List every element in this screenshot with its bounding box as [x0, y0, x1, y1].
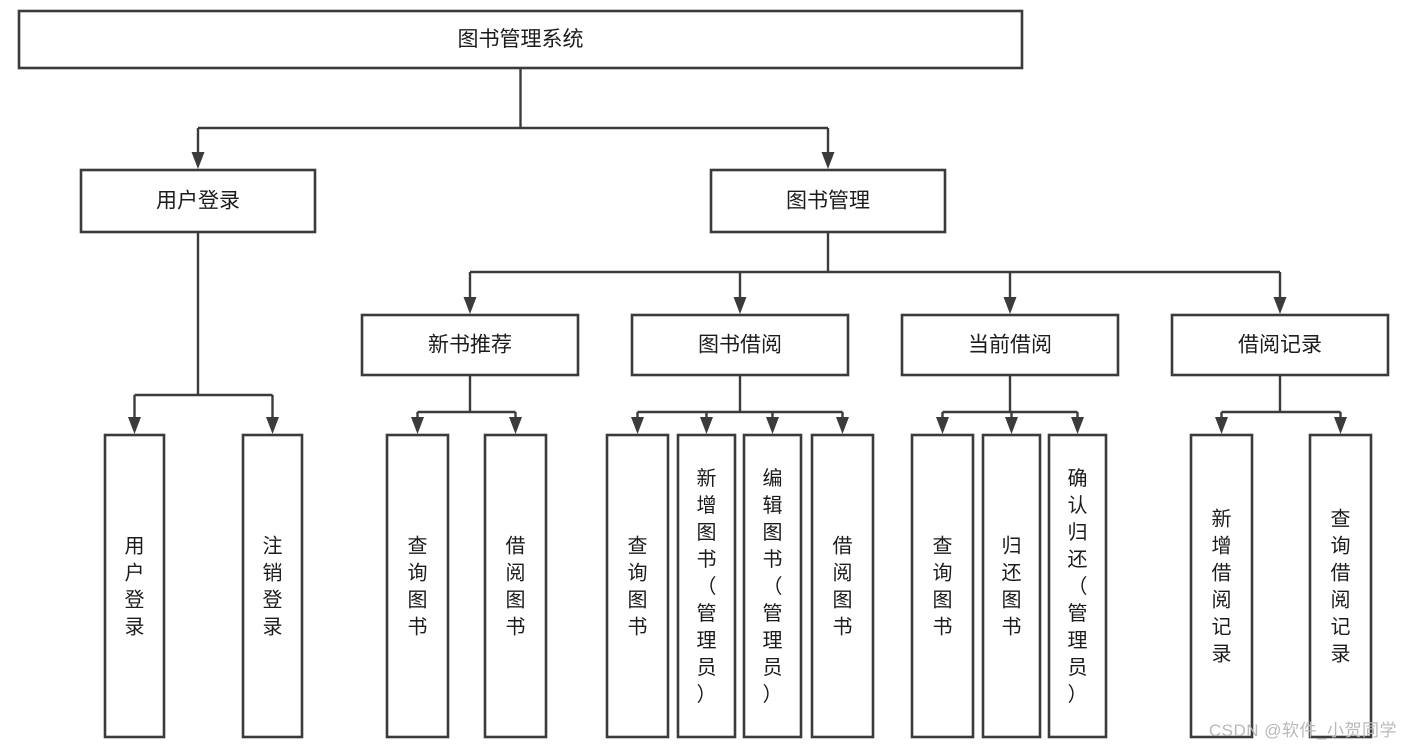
arrow-head — [936, 417, 949, 434]
arrow-head — [1071, 417, 1084, 434]
edge-layer — [128, 68, 1347, 434]
node-leaf-add-record[interactable]: 新增借阅记录 — [1189, 433, 1254, 739]
node-box — [103, 433, 166, 739]
node-leaf-user-login[interactable]: 用户登录 — [103, 433, 166, 739]
node-box — [810, 433, 875, 739]
node-leaf-confirm-return[interactable]: 确认归还（管理员） — [1047, 433, 1108, 739]
node-label: 新增图书（管理员） — [697, 467, 717, 706]
arrow-head — [1334, 417, 1347, 434]
arrow-head — [463, 297, 477, 314]
arrow-head — [1273, 297, 1287, 314]
node-label: 借阅图书 — [506, 535, 526, 639]
node-book-manage[interactable]: 图书管理 — [709, 168, 947, 234]
node-box — [385, 433, 450, 739]
node-leaf-edit-book[interactable]: 编辑图书（管理员） — [742, 433, 803, 739]
node-label: 图书管理 — [786, 190, 870, 213]
arrow-head — [1003, 297, 1017, 314]
node-borrow-record[interactable]: 借阅记录 — [1170, 313, 1390, 377]
node-label: 图书借阅 — [698, 334, 782, 357]
node-label: 查询图书 — [628, 535, 648, 639]
node-box — [1047, 433, 1108, 739]
node-box — [910, 433, 975, 739]
node-leaf-return-book[interactable]: 归还图书 — [981, 433, 1042, 739]
node-box — [709, 168, 947, 234]
node-label: 新书推荐 — [428, 334, 512, 357]
node-leaf-borrow-book-1[interactable]: 借阅图书 — [483, 433, 548, 739]
arrow-head — [1005, 417, 1018, 434]
node-label: 图书管理系统 — [458, 28, 584, 51]
node-label: 用户登录 — [156, 190, 240, 213]
node-leaf-query-book-2[interactable]: 查询图书 — [605, 433, 670, 739]
node-box — [483, 433, 548, 739]
arrow-head — [128, 417, 141, 434]
node-box — [1189, 433, 1254, 739]
node-box — [981, 433, 1042, 739]
node-book-borrow[interactable]: 图书借阅 — [630, 313, 850, 377]
node-leaf-logout[interactable]: 注销登录 — [241, 433, 304, 739]
node-label: 查询借阅记录 — [1331, 508, 1351, 666]
node-leaf-borrow-book-2[interactable]: 借阅图书 — [810, 433, 875, 739]
node-label: 当前借阅 — [968, 334, 1052, 357]
node-box — [79, 168, 317, 234]
node-root[interactable]: 图书管理系统 — [17, 9, 1024, 70]
node-label: 归还图书 — [1002, 535, 1022, 639]
arrow-head — [836, 417, 849, 434]
node-box — [900, 313, 1120, 377]
node-label: 注销登录 — [263, 535, 283, 639]
node-label: 查询图书 — [408, 535, 428, 639]
node-label: 新增借阅记录 — [1212, 508, 1232, 666]
node-new-book-rec[interactable]: 新书推荐 — [360, 313, 580, 377]
node-leaf-query-record[interactable]: 查询借阅记录 — [1308, 433, 1373, 739]
node-label: 借阅图书 — [833, 535, 853, 639]
node-leaf-query-book-3[interactable]: 查询图书 — [910, 433, 975, 739]
arrow-head — [700, 417, 713, 434]
node-label: 借阅记录 — [1238, 334, 1322, 357]
node-box — [241, 433, 304, 739]
node-box — [676, 433, 737, 739]
arrow-head — [733, 297, 747, 314]
node-box — [605, 433, 670, 739]
node-box — [360, 313, 580, 377]
arrow-head — [191, 152, 205, 169]
arrow-head — [1215, 417, 1228, 434]
arrow-head — [411, 417, 424, 434]
node-leaf-query-book-1[interactable]: 查询图书 — [385, 433, 450, 739]
arrow-head — [631, 417, 644, 434]
node-box — [742, 433, 803, 739]
node-label: 查询图书 — [933, 535, 953, 639]
node-label: 确认归还（管理员） — [1068, 467, 1088, 706]
watermark-text: CSDN @软件_小贺同学 — [1208, 721, 1397, 740]
node-box — [1170, 313, 1390, 377]
node-user-login[interactable]: 用户登录 — [79, 168, 317, 234]
node-current-borrow[interactable]: 当前借阅 — [900, 313, 1120, 377]
arrow-head — [821, 152, 835, 169]
node-layer: 图书管理系统用户登录图书管理新书推荐图书借阅当前借阅借阅记录用户登录注销登录查询… — [17, 9, 1390, 739]
node-label: 用户登录 — [125, 536, 145, 639]
arrow-head — [266, 417, 279, 434]
arrow-head — [766, 417, 779, 434]
node-box — [630, 313, 850, 377]
node-box — [17, 9, 1024, 70]
node-label: 编辑图书（管理员） — [763, 467, 783, 706]
arrow-head — [509, 417, 522, 434]
node-leaf-add-book[interactable]: 新增图书（管理员） — [676, 433, 737, 739]
node-box — [1308, 433, 1373, 739]
